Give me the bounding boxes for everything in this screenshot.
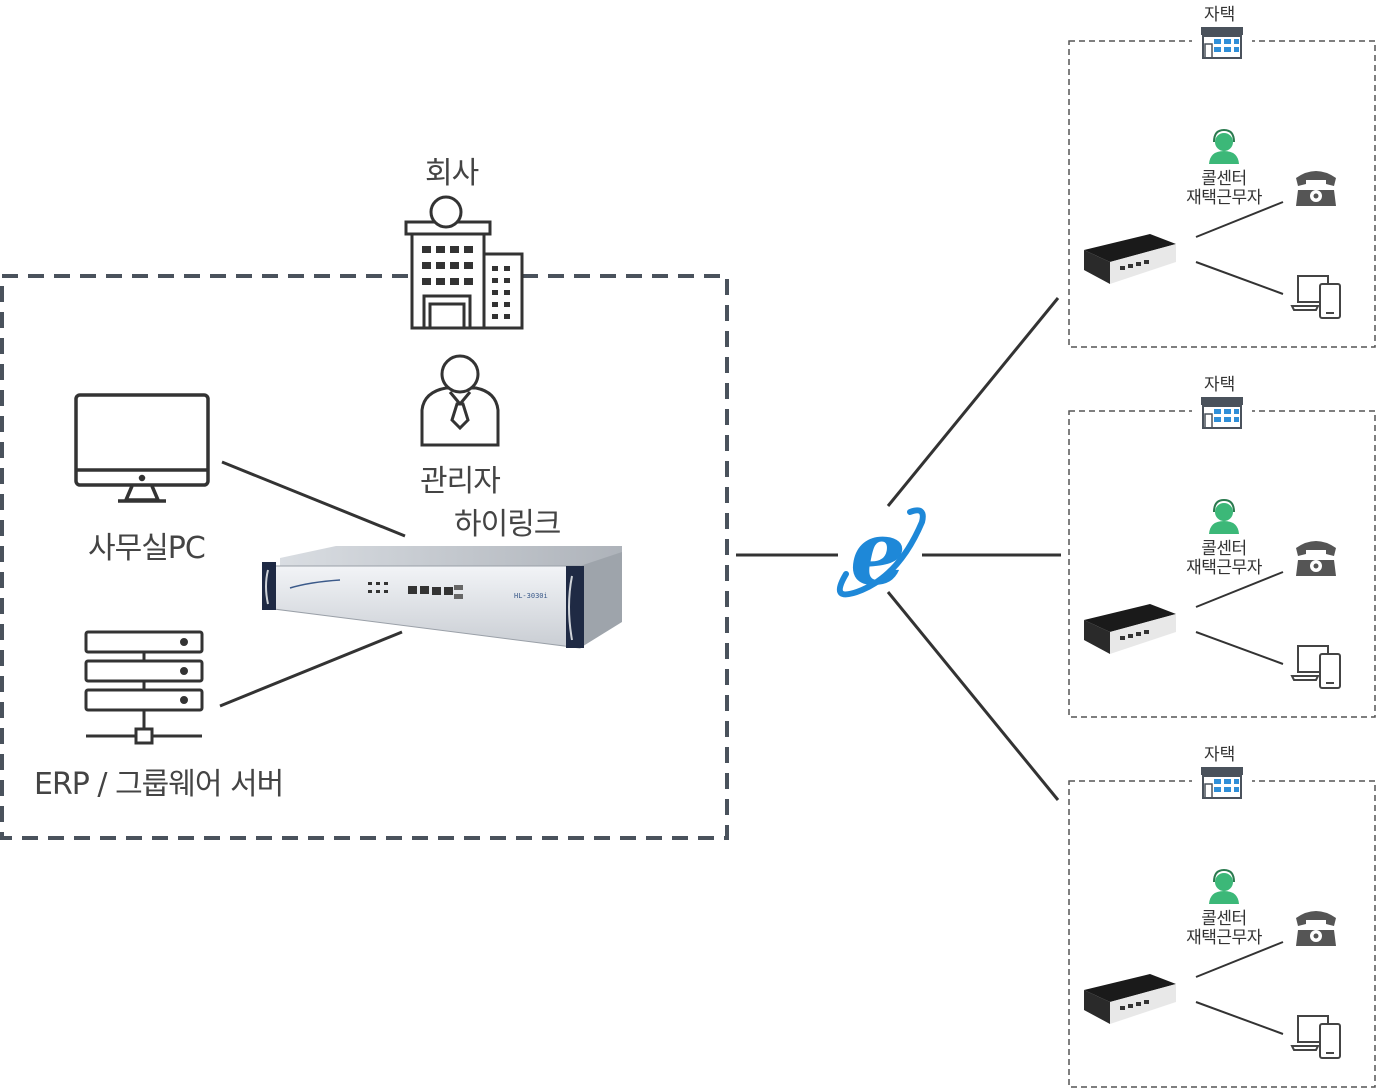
server-stack-icon [84,630,204,745]
home-title: 자택 [1204,375,1236,395]
home-router-device [1084,234,1176,284]
worker-label: 콜센터 재택근무자 [1174,910,1274,948]
pc-to-device-line [221,460,406,538]
company-title: 회사 [425,156,479,191]
manager-label: 관리자 [420,464,501,499]
internet-to-home1-line [886,297,1060,507]
home-building-icon [1201,27,1243,59]
internet-explorer-icon: e [836,501,926,605]
call-center-agent-icon [1209,868,1239,904]
home-router-device [1084,604,1176,654]
home-building-icon [1201,767,1243,799]
worker-label-line1: 콜센터 [1201,539,1247,559]
worker-label-line2: 재택근무자 [1186,928,1262,948]
company-boundary [0,274,729,840]
worker-label: 콜센터 재택근무자 [1174,540,1274,578]
home-panel-1 [1068,27,1376,348]
laptop-mobile-icon [1290,645,1341,689]
company-building-icon [404,195,524,330]
home-router-device [1084,974,1176,1024]
worker-label-line2: 재택근무자 [1186,188,1262,208]
home-building-icon [1201,397,1243,429]
telephone-icon [1296,171,1336,206]
call-center-agent-icon [1209,128,1239,164]
svg-text:e: e [850,501,906,605]
home-title: 자택 [1204,5,1236,25]
home-panel-2 [1068,397,1376,718]
call-center-agent-icon [1209,498,1239,534]
hilink-rack-device [262,546,622,649]
monitor-icon [74,393,210,503]
internet-to-home3-line [886,591,1060,801]
home-title: 자택 [1204,745,1236,765]
laptop-mobile-icon [1290,275,1341,319]
worker-label: 콜센터 재택근무자 [1174,170,1274,208]
home-panel-3 [1068,767,1376,1088]
laptop-mobile-icon [1290,1015,1341,1059]
device-model-text: HL-3030i [514,592,548,600]
telephone-icon [1296,911,1336,946]
server-to-device-line [219,630,403,708]
worker-label-line2: 재택근무자 [1186,558,1262,578]
worker-label-line1: 콜센터 [1201,169,1247,189]
worker-label-line1: 콜센터 [1201,909,1247,929]
telephone-icon [1296,541,1336,576]
device-label: 하이링크 [454,507,561,542]
manager-person-icon [420,354,500,447]
server-label: ERP / 그룹웨어 서버 [34,767,284,802]
office-pc-label: 사무실PC [88,531,206,566]
